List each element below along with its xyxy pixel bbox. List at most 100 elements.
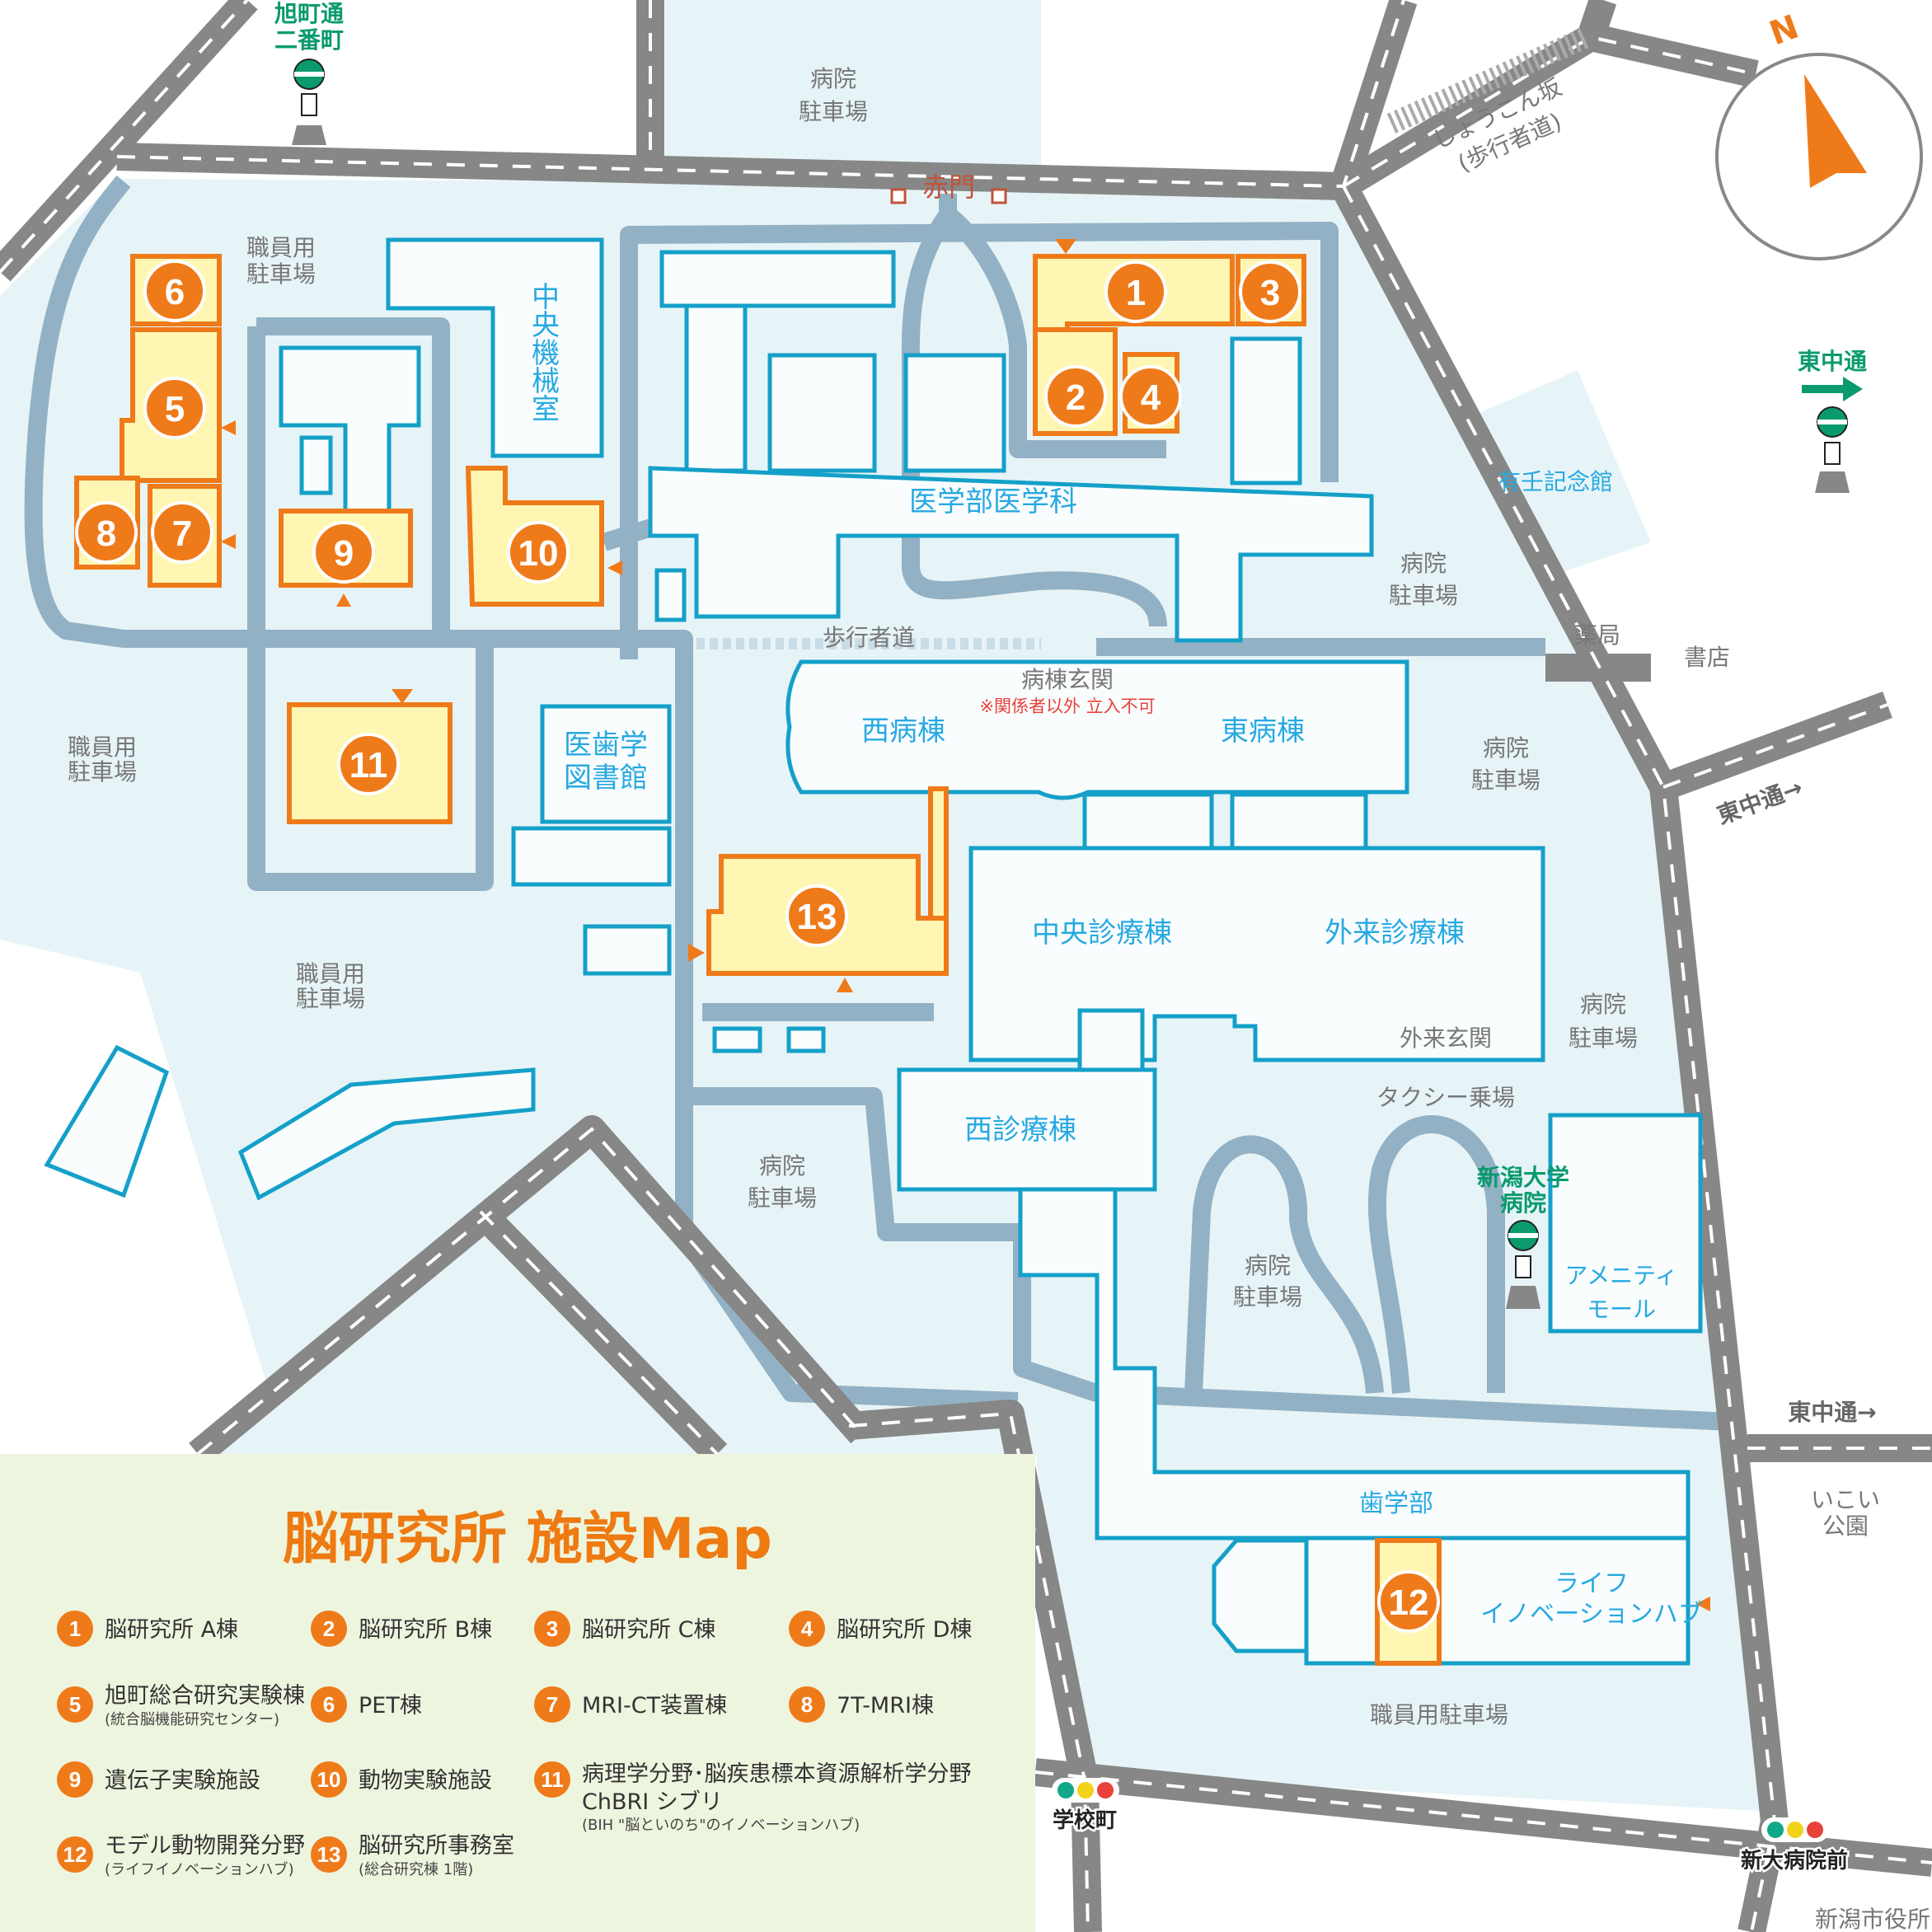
marker-10[interactable]: 10 xyxy=(507,521,570,584)
staff-parking-label: 駐車場 xyxy=(246,260,316,288)
staff-parking-label: 職員用駐車場 xyxy=(1370,1701,1508,1728)
svg-text:ChBRI シブリ: ChBRI シブリ xyxy=(582,1789,723,1815)
svg-text:脳研究所 B棟: 脳研究所 B棟 xyxy=(359,1617,492,1643)
svg-text:二番町: 二番町 xyxy=(274,26,344,54)
city-hall-label: 新潟市役所 xyxy=(1815,1906,1930,1932)
central-machine-room-label: 中 央 機 械 室 xyxy=(532,281,560,426)
svg-text:9: 9 xyxy=(69,1767,81,1792)
higashinaka-dori-label: 東中通→ xyxy=(1714,774,1806,830)
staff-parking-label: 職員用 xyxy=(296,960,365,987)
building-medical-wing4 xyxy=(1230,336,1302,485)
hospital-parking-label: 病院 xyxy=(810,65,856,92)
staff-parking-label: 職員用 xyxy=(68,734,137,761)
building-dental-annex xyxy=(1212,1538,1309,1653)
building-ward-lower1 xyxy=(1082,792,1214,851)
building-medical-wing2 xyxy=(767,353,877,473)
ikoi-park-label: いこい xyxy=(1811,1486,1880,1513)
legend-item-9[interactable]: 9 遺伝子実験施設 xyxy=(57,1761,260,1798)
marker-6[interactable]: 6 xyxy=(143,260,206,322)
svg-text:3: 3 xyxy=(1260,273,1280,313)
building-connector xyxy=(1077,1008,1145,1072)
entrance-icon xyxy=(221,534,236,549)
staff-parking-label: 駐車場 xyxy=(296,985,365,1012)
svg-text:4: 4 xyxy=(1141,377,1161,418)
number-markers: 1 2 3 4 5 6 7 8 9 10 11 12 13 xyxy=(75,260,1440,1633)
building-hospital-ward xyxy=(785,659,1409,800)
building-medical-wing3 xyxy=(903,353,1006,473)
library-label: 医歯学 xyxy=(564,729,648,762)
building-ward-lower2 xyxy=(1230,792,1368,851)
ikoi-park-label: 公園 xyxy=(1822,1512,1869,1540)
marker-5[interactable]: 5 xyxy=(143,377,206,439)
entrance-icon xyxy=(336,593,351,607)
svg-text:13: 13 xyxy=(797,897,837,937)
svg-text:中: 中 xyxy=(532,281,560,314)
svg-text:脳研究所 A棟: 脳研究所 A棟 xyxy=(105,1617,238,1643)
akamon-gate-post xyxy=(991,188,1007,204)
hospital-parking-label: 病院 xyxy=(1245,1252,1291,1279)
bus-stop-higashinaka[interactable]: 東中通 xyxy=(1798,348,1867,493)
hospital-parking-label: 病院 xyxy=(1580,991,1626,1018)
svg-text:3: 3 xyxy=(546,1616,558,1641)
signal-shindai-byoinmae[interactable]: 新大病院前 xyxy=(1738,1817,1850,1876)
hospital-parking-label: 駐車場 xyxy=(1233,1283,1302,1311)
entrance-icon xyxy=(221,420,236,435)
marker-11[interactable]: 11 xyxy=(337,733,400,795)
building-small3 xyxy=(583,924,672,976)
marker-13[interactable]: 13 xyxy=(785,884,848,947)
marker-3[interactable]: 3 xyxy=(1239,260,1301,323)
building-dental xyxy=(1018,1187,1690,1540)
east-ward-label: 東病棟 xyxy=(1221,715,1305,748)
pharmacy-label: 薬局 xyxy=(1574,621,1620,649)
marker-7[interactable]: 7 xyxy=(151,501,213,564)
medical-school-label: 医学部医学科 xyxy=(909,485,1077,518)
bus-stop-hospital[interactable]: 新潟大学 病院 xyxy=(1477,1164,1569,1309)
building-library xyxy=(540,704,672,824)
ward-entrance-label: 病棟玄関 xyxy=(1021,666,1114,693)
marker-9[interactable]: 9 xyxy=(312,521,375,584)
svg-text:旭町通: 旭町通 xyxy=(274,0,344,27)
entrance-icon xyxy=(1055,239,1076,254)
svg-text:脳研究所事務室: 脳研究所事務室 xyxy=(359,1833,514,1859)
svg-text:(総合研究棟 1階): (総合研究棟 1階) xyxy=(359,1861,473,1878)
svg-text:脳研究所 D棟: 脳研究所 D棟 xyxy=(837,1617,972,1643)
marker-8[interactable]: 8 xyxy=(75,501,138,564)
bus-stop-asahimachi[interactable]: 旭町通 二番町 xyxy=(274,0,344,145)
staff-parking-label: 駐車場 xyxy=(68,758,137,785)
akamon-gate-post xyxy=(890,188,907,204)
svg-text:モデル動物開発分野: モデル動物開発分野 xyxy=(105,1833,305,1859)
dental-label: 歯学部 xyxy=(1359,1489,1433,1518)
compass: N xyxy=(1715,8,1923,260)
marker-4[interactable]: 4 xyxy=(1119,365,1182,428)
building-long-left xyxy=(237,1067,536,1201)
marker-12[interactable]: 12 xyxy=(1377,1570,1440,1633)
marker-2[interactable]: 2 xyxy=(1044,365,1107,428)
marker-1[interactable]: 1 xyxy=(1104,260,1167,323)
svg-text:遺伝子実験施設: 遺伝子実験施設 xyxy=(105,1768,260,1794)
taxi-label: タクシー乗場 xyxy=(1376,1084,1515,1111)
staff-parking-label: 職員用 xyxy=(246,234,316,261)
svg-text:病理学分野･脳疾患標本資源解析学分野: 病理学分野･脳疾患標本資源解析学分野 xyxy=(582,1761,972,1787)
svg-text:1: 1 xyxy=(1126,273,1146,313)
svg-text:室: 室 xyxy=(532,393,560,426)
signal-gakkocho[interactable]: 学校町 xyxy=(1050,1778,1119,1836)
svg-text:(統合脳機能研究センター): (統合脳機能研究センター) xyxy=(105,1711,279,1728)
entrance-icon xyxy=(837,978,853,992)
entrance-markers xyxy=(221,239,1710,1611)
svg-text:(ライフイノベーションハブ): (ライフイノベーションハブ) xyxy=(105,1860,294,1878)
